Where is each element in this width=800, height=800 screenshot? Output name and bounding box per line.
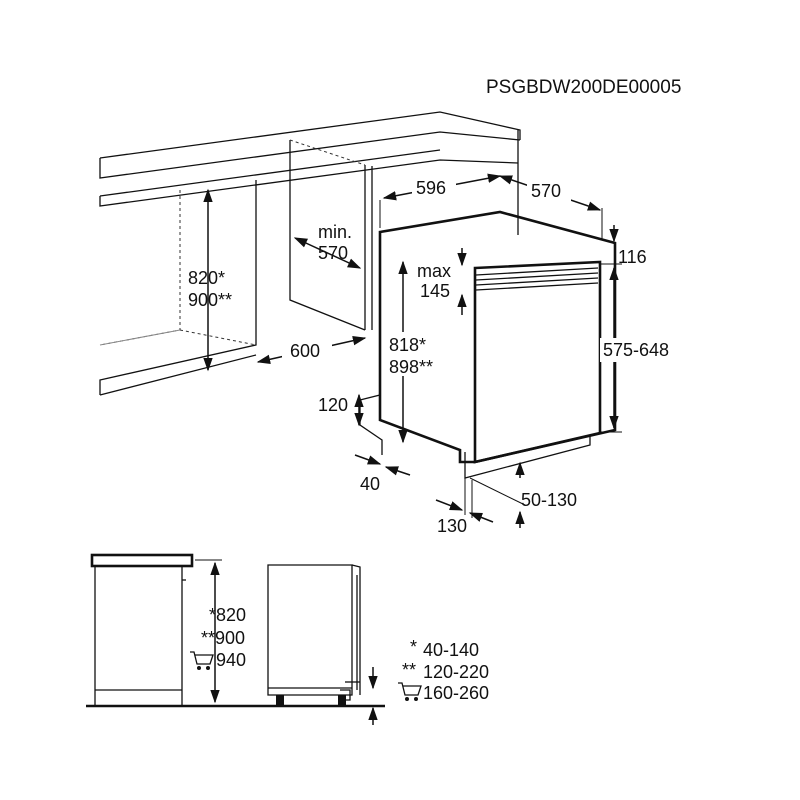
appliance-depth-label: 570 xyxy=(531,181,561,201)
door-height-label: 575-648 xyxy=(603,340,669,360)
appliance-height-alt-label: 898** xyxy=(389,357,433,377)
shopping-cart-icon xyxy=(398,682,422,701)
range-3: 160-260 xyxy=(423,683,489,703)
niche-height-alt-label: 900** xyxy=(188,290,232,310)
appliance-height-label: 818* xyxy=(389,335,426,355)
niche-width-label: 600 xyxy=(290,341,320,361)
plinth-offset-arrow-left xyxy=(435,499,464,511)
gap-max-value: 145 xyxy=(420,281,450,301)
side-height-2: **900 xyxy=(201,628,245,648)
gap-max-label: max xyxy=(417,261,451,281)
niche-height-label: 820* xyxy=(188,268,225,288)
range-1-mark: * xyxy=(410,637,417,657)
range-2: 120-220 xyxy=(423,662,489,682)
range-1: 40-140 xyxy=(423,640,479,660)
plinth-offset-label: 130 xyxy=(437,516,467,536)
niche-depth-min-value: 570 xyxy=(318,243,348,263)
plinth-depth-arrow-left xyxy=(354,454,382,465)
front-view-outline xyxy=(267,564,361,705)
plinth-height-label: 120 xyxy=(318,395,348,415)
top-offset-label: 116 xyxy=(618,247,647,267)
niche-depth-min-label: min. xyxy=(318,222,352,242)
niche-depth-arrow xyxy=(293,237,362,269)
plinth-depth-arrow-right xyxy=(384,466,411,476)
appliance-width-label: 596 xyxy=(416,178,446,198)
shopping-cart-icon xyxy=(190,651,214,670)
plinth-offset-arrow-right xyxy=(468,512,494,523)
plinth-gap-label: 50-130 xyxy=(521,490,577,510)
plinth-depth-label: 40 xyxy=(360,474,380,494)
side-height-1: *820 xyxy=(209,605,246,625)
side-view-outline xyxy=(86,553,385,708)
document-code: PSGBDW200DE00005 xyxy=(486,77,681,98)
range-2-mark: ** xyxy=(402,660,416,680)
kitchen-cabinet-outline xyxy=(99,111,521,396)
side-height-3: 940 xyxy=(216,650,246,670)
